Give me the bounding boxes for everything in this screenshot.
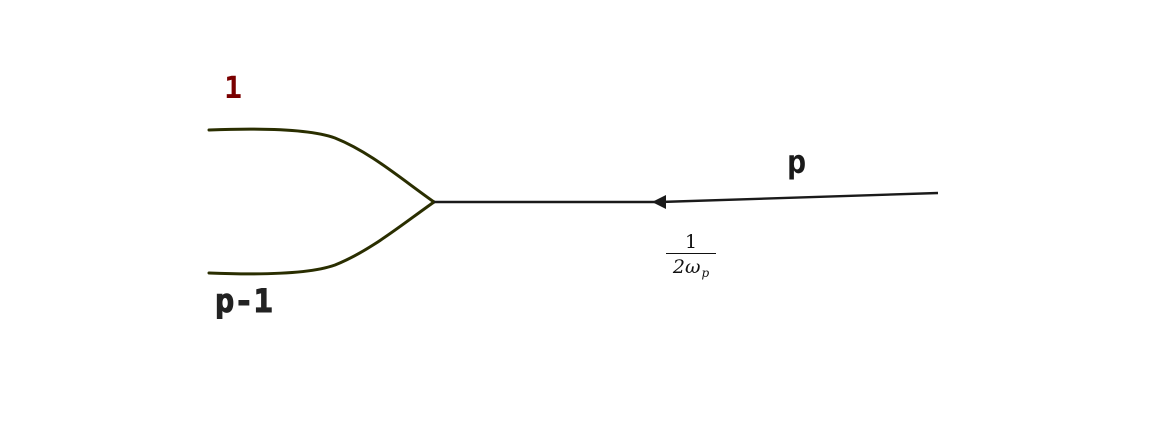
incoming-momentum-label: p [787,143,807,181]
fraction-bar [666,253,716,254]
upper-leg-line [207,127,436,204]
denominator-subscript: p [701,266,710,280]
lower-leg-label: p-1 [215,282,274,320]
propagator-factor: 1 2ωp [666,231,716,280]
fraction-numerator: 1 [684,231,698,253]
lower-leg-line [207,200,436,276]
upper-leg-label: 1 [224,71,243,106]
arrow-head-icon [652,195,666,209]
incoming-line [659,191,939,204]
denominator-main: 2ω [672,256,701,278]
fraction-denominator: 2ωp [666,256,716,280]
